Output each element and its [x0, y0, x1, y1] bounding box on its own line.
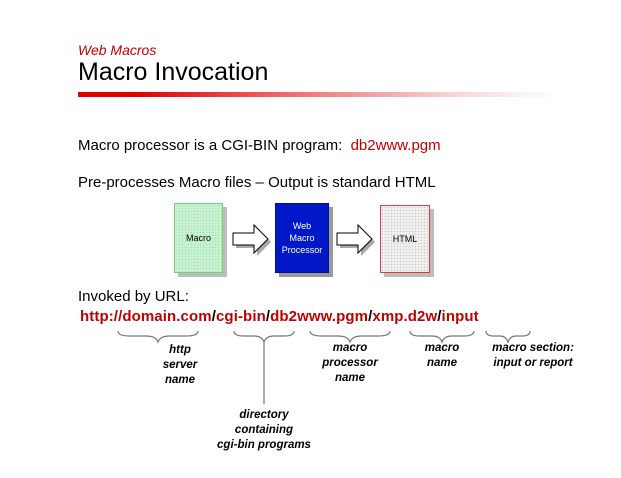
annotation-macro-section: macro section: input or report — [478, 341, 588, 371]
processor-label-line3: Processor — [281, 245, 323, 255]
annotation-macro-line1: macro — [424, 342, 460, 354]
annotation-macro-name: macro name — [407, 341, 477, 371]
arrow-processor-to-html — [336, 223, 375, 256]
macro-file-box: Macro — [174, 203, 223, 273]
slide-title: Macro Invocation — [78, 58, 269, 86]
url-separator: / — [437, 308, 442, 325]
annotation-http-server: http server name — [140, 343, 220, 388]
brace-db2www — [309, 330, 391, 344]
html-output-box: HTML — [380, 205, 430, 273]
annotation-http-line3: name — [164, 374, 196, 386]
url-cgi-bin: cgi-bin — [215, 308, 266, 325]
annotation-section-line2: input or report — [493, 357, 573, 369]
brace-xmp — [409, 330, 475, 344]
annotation-directory-line1: directory — [239, 409, 289, 421]
url-db2www: db2www.pgm — [270, 308, 369, 325]
annotation-processor-line3: name — [334, 372, 366, 384]
url-section: input — [441, 308, 479, 325]
bullet-processor: Macro processor is a CGI-BIN program: db… — [78, 137, 441, 154]
arrow-macro-to-processor — [232, 223, 271, 256]
annotation-http-line2: server — [162, 359, 198, 371]
annotation-section-line1: macro section: — [492, 342, 574, 354]
macro-box-label: Macro — [185, 233, 211, 243]
url-separator: / — [265, 308, 271, 325]
annotation-macro-line2: name — [426, 357, 458, 369]
program-name: db2www.pgm — [350, 137, 441, 154]
example-url[interactable]: http://domain.com/cgi-bin/db2www.pgm/xmp… — [80, 308, 479, 325]
annotation-directory-line2: containing — [234, 424, 294, 436]
bullet-preprocess: Pre-processes Macro files – Output is st… — [78, 174, 436, 191]
annotation-http-line1: http — [169, 344, 191, 356]
processor-label-line2: Macro — [289, 233, 315, 243]
annotation-processor-line1: macro — [332, 342, 368, 354]
annotation-processor-line2: processor — [322, 357, 378, 369]
annotation-directory: directory containing cgi-bin programs — [204, 408, 324, 453]
url-separator: / — [211, 308, 216, 325]
brace-http-server — [117, 330, 199, 344]
brace-cgi-bin — [233, 330, 295, 344]
slide-subtitle: Web Macros — [78, 42, 157, 58]
annotation-processor: macro processor name — [310, 341, 390, 386]
title-underline — [78, 92, 560, 97]
url-macro-file: xmp.d2w — [372, 308, 438, 325]
html-box-label: HTML — [392, 234, 418, 244]
url-domain: http://domain.com — [80, 308, 212, 325]
processor-label-line1: Web — [292, 221, 312, 231]
url-separator: / — [368, 308, 373, 325]
invoked-by-url-label: Invoked by URL: — [78, 288, 189, 305]
web-macro-processor-box: Web Macro Processor — [275, 203, 329, 273]
brace-input — [485, 330, 531, 344]
annotation-directory-line3: cgi-bin programs — [217, 439, 311, 451]
bullet-processor-text: Macro processor is a CGI-BIN program: — [78, 137, 343, 154]
